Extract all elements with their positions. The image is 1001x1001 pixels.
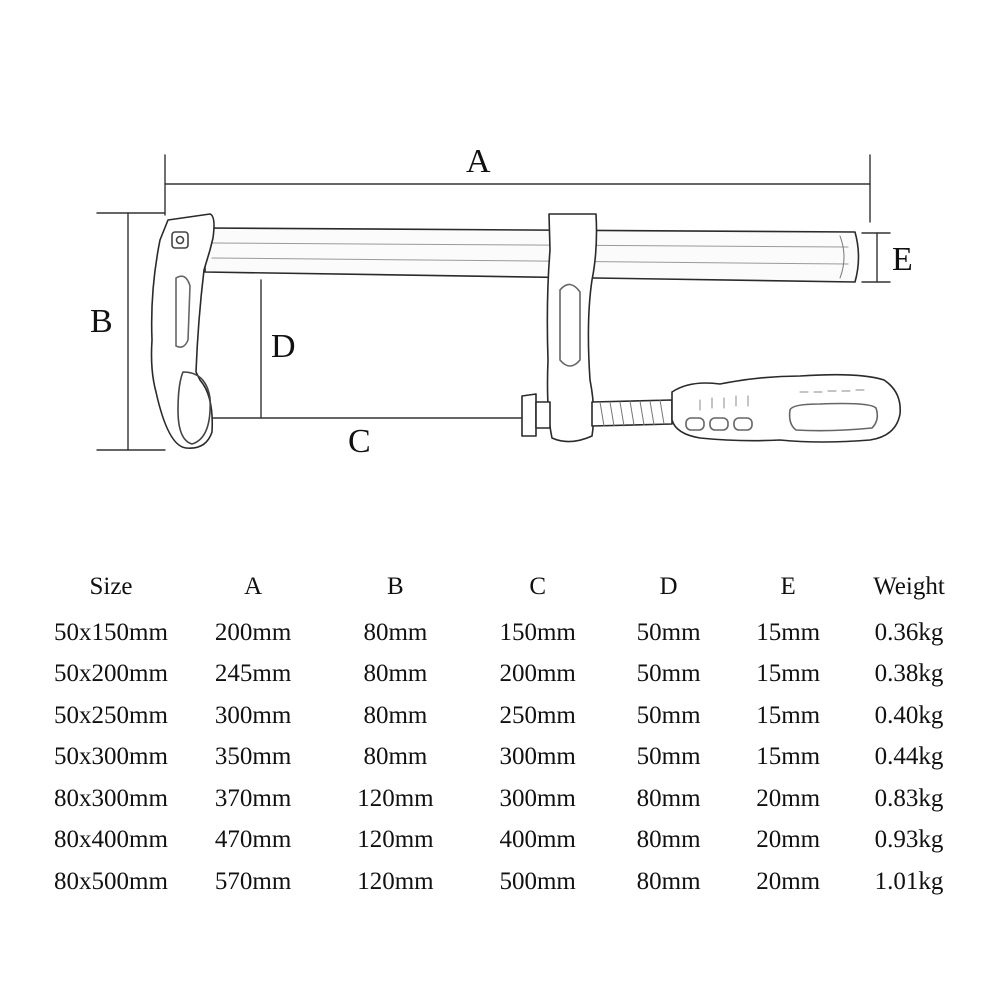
clamp-dimension-diagram: A B C D E	[90, 143, 913, 460]
cell-weight: 1.01kg	[874, 867, 944, 895]
table-row: 50x300mm 350mm 80mm 300mm 50mm 15mm 0.44…	[40, 737, 970, 779]
cell-e: 20mm	[756, 784, 821, 812]
cell-c: 300mm	[499, 743, 576, 771]
header-c: C	[529, 573, 546, 600]
cell-weight: 0.40kg	[874, 701, 944, 729]
table-row: 80x500mm 570mm 120mm 500mm 80mm 20mm 1.0…	[40, 861, 970, 903]
cell-b: 120mm	[357, 826, 434, 854]
header-d: D	[659, 573, 678, 600]
header-e: E	[780, 573, 796, 600]
dimension-label-a: A	[466, 143, 491, 180]
cell-a: 350mm	[214, 743, 292, 771]
cell-a: 570mm	[214, 867, 292, 895]
screw-handle	[591, 373, 901, 443]
cell-c: 200mm	[499, 660, 576, 688]
cell-size: 50x250mm	[54, 701, 168, 729]
cell-size: 80x300mm	[54, 784, 168, 812]
cell-weight: 0.36kg	[874, 618, 944, 646]
dimension-label-b: B	[90, 303, 113, 340]
dimension-lines	[96, 154, 891, 451]
cell-c: 250mm	[499, 701, 576, 729]
cell-e: 20mm	[756, 867, 821, 895]
cell-size: 80x400mm	[54, 826, 168, 854]
cell-b: 80mm	[363, 618, 428, 646]
dimension-label-e: E	[892, 241, 913, 278]
cell-d: 50mm	[636, 701, 701, 729]
header-weight: Weight	[873, 573, 945, 600]
cell-e: 20mm	[756, 826, 821, 854]
fixed-jaw	[150, 213, 215, 449]
cell-b: 80mm	[363, 743, 428, 771]
cell-d: 80mm	[636, 784, 701, 812]
header-b: B	[387, 573, 404, 600]
clamp-rail	[204, 227, 860, 283]
cell-size: 50x150mm	[54, 618, 168, 646]
cell-c: 500mm	[499, 867, 576, 895]
table-row: 50x200mm 245mm 80mm 200mm 50mm 15mm 0.38…	[40, 654, 970, 696]
cell-e: 15mm	[756, 660, 821, 688]
header-size: Size	[89, 573, 133, 600]
header-a: A	[244, 573, 263, 600]
cell-c: 150mm	[499, 618, 576, 646]
dimension-label-c: C	[348, 423, 371, 460]
cell-a: 370mm	[214, 784, 292, 812]
size-spec-table: Size A B C D E Weight 50x150mm 200mm 80m…	[40, 562, 970, 903]
table-row: 80x400mm 470mm 120mm 400mm 80mm 20mm 0.9…	[40, 820, 970, 862]
cell-c: 400mm	[499, 826, 576, 854]
cell-d: 50mm	[636, 660, 701, 688]
cell-e: 15mm	[756, 701, 821, 729]
table-row: 80x300mm 370mm 120mm 300mm 80mm 20mm 0.8…	[40, 778, 970, 820]
dimension-label-d: D	[271, 328, 296, 365]
cell-a: 470mm	[214, 826, 292, 854]
cell-b: 120mm	[357, 867, 434, 895]
cell-d: 50mm	[636, 743, 701, 771]
cell-d: 80mm	[636, 826, 701, 854]
cell-b: 80mm	[363, 660, 428, 688]
table-row: 50x150mm 200mm 80mm 150mm 50mm 15mm 0.36…	[40, 612, 970, 654]
cell-d: 50mm	[636, 618, 701, 646]
sliding-arm	[521, 213, 598, 443]
table-row: 50x250mm 300mm 80mm 250mm 50mm 15mm 0.40…	[40, 695, 970, 737]
cell-weight: 0.93kg	[874, 826, 944, 854]
cell-size: 50x200mm	[54, 660, 168, 688]
cell-a: 200mm	[214, 618, 292, 646]
jaw-screw-icon	[171, 231, 189, 249]
cell-a: 245mm	[214, 660, 292, 688]
cell-a: 300mm	[214, 701, 292, 729]
cell-b: 80mm	[363, 701, 428, 729]
cell-weight: 0.38kg	[874, 660, 944, 688]
cell-size: 50x300mm	[54, 743, 168, 771]
cell-b: 120mm	[357, 784, 434, 812]
table-header-row: Size A B C D E Weight	[40, 562, 970, 612]
cell-weight: 0.83kg	[874, 784, 944, 812]
cell-e: 15mm	[756, 743, 821, 771]
cell-c: 300mm	[499, 784, 576, 812]
cell-size: 80x500mm	[54, 867, 168, 895]
cell-weight: 0.44kg	[874, 743, 944, 771]
cell-d: 80mm	[636, 867, 701, 895]
cell-e: 15mm	[756, 618, 821, 646]
